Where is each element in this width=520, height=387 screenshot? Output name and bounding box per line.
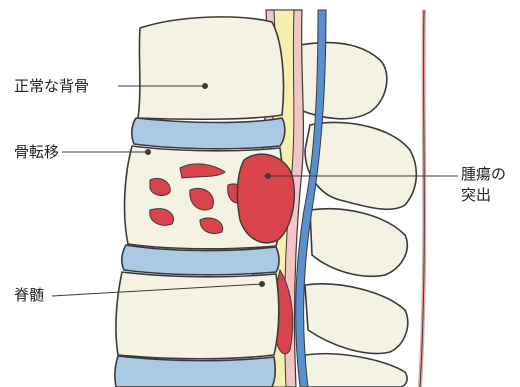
label-tumor-protrusion-line2: 突出 bbox=[461, 186, 491, 204]
normal-vertebra bbox=[138, 17, 284, 119]
label-spinal-cord: 脊髄 bbox=[14, 286, 44, 304]
label-tumor-protrusion-line1: 腫瘍の bbox=[461, 165, 506, 183]
label-normal-spine: 正常な背骨 bbox=[14, 77, 89, 95]
label-bone-metastasis: 骨転移 bbox=[14, 143, 59, 161]
back-outline bbox=[420, 10, 424, 387]
intervertebral-disc-3 bbox=[115, 356, 275, 387]
lower-vertebra bbox=[116, 272, 279, 359]
intervertebral-disc-1 bbox=[132, 118, 285, 149]
tumor-protrusion bbox=[237, 154, 294, 243]
